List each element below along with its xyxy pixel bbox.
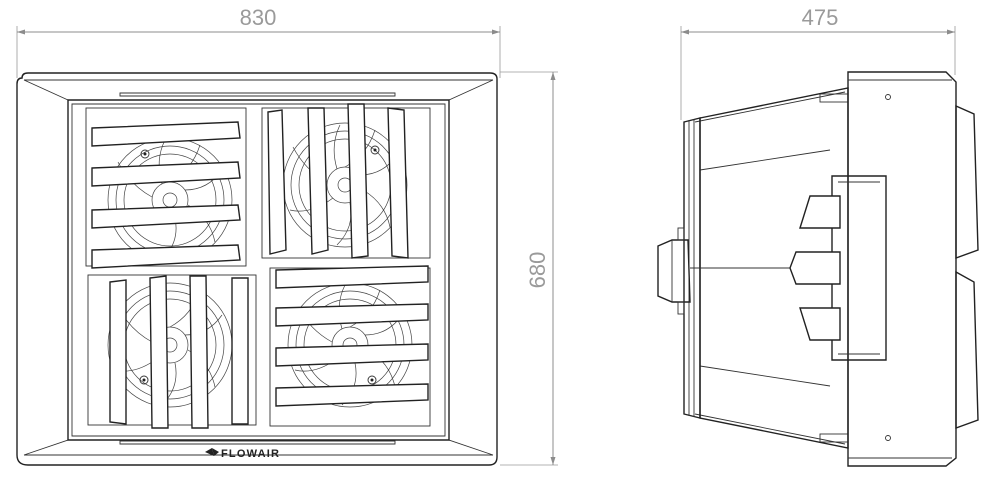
brand-logo: FLOWAIR bbox=[205, 448, 280, 460]
front-height-label: 680 bbox=[525, 252, 550, 289]
side-depth-dimension: 475 bbox=[680, 5, 956, 120]
front-view: FLOWAIR bbox=[16, 72, 498, 466]
front-width-label: 830 bbox=[240, 5, 277, 30]
front-height-dimension: 680 bbox=[500, 71, 558, 466]
quadrant-top-left bbox=[85, 107, 247, 269]
quadrant-bottom-left bbox=[87, 274, 257, 429]
side-depth-label: 475 bbox=[802, 5, 839, 30]
quadrant-top-right bbox=[261, 103, 431, 259]
side-view bbox=[657, 71, 979, 467]
fan-logo-icon bbox=[205, 448, 219, 456]
front-width-dimension: 830 bbox=[16, 5, 501, 78]
brand-name: FLOWAIR bbox=[221, 448, 280, 460]
quadrant-bottom-right bbox=[269, 265, 431, 427]
